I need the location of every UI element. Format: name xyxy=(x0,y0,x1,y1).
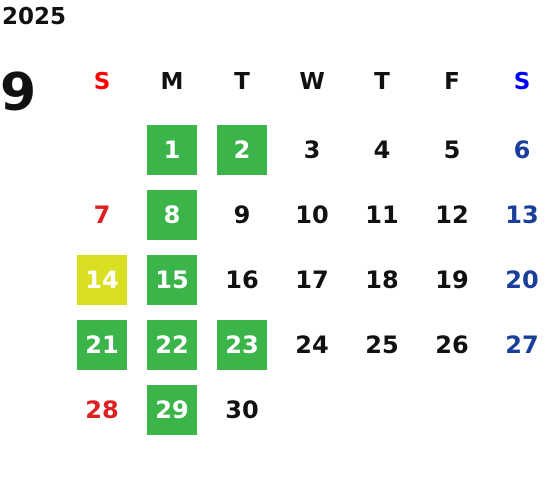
calendar-day-20[interactable]: 20 xyxy=(505,266,539,294)
calendar-day-3[interactable]: 3 xyxy=(303,136,321,164)
weekday-label: T xyxy=(374,69,390,95)
weekday-label: F xyxy=(444,69,460,95)
calendar-day-21[interactable]: 21 xyxy=(77,320,127,370)
weekday-label: M xyxy=(160,69,184,95)
calendar-day-18[interactable]: 18 xyxy=(365,266,399,294)
calendar-day-14[interactable]: 14 xyxy=(77,255,127,305)
calendar-day-17[interactable]: 17 xyxy=(295,266,329,294)
calendar-day-25[interactable]: 25 xyxy=(365,331,399,359)
calendar-day-10[interactable]: 10 xyxy=(295,201,329,229)
calendar-day-11[interactable]: 11 xyxy=(365,201,399,229)
calendar-day-8[interactable]: 8 xyxy=(147,190,197,240)
calendar-day-7[interactable]: 7 xyxy=(93,201,111,229)
calendar-day-16[interactable]: 16 xyxy=(225,266,259,294)
calendar-day-6[interactable]: 6 xyxy=(513,136,531,164)
calendar-day-1[interactable]: 1 xyxy=(147,125,197,175)
calendar-day-2[interactable]: 2 xyxy=(217,125,267,175)
calendar-day-23[interactable]: 23 xyxy=(217,320,267,370)
calendar-day-5[interactable]: 5 xyxy=(443,136,461,164)
weekday-label: S xyxy=(93,69,111,95)
calendar-day-26[interactable]: 26 xyxy=(435,331,469,359)
calendar-day-24[interactable]: 24 xyxy=(295,331,329,359)
weekday-label: W xyxy=(299,69,325,95)
calendar-day-19[interactable]: 19 xyxy=(435,266,469,294)
calendar-year: 2025 xyxy=(2,4,67,30)
calendar-day-12[interactable]: 12 xyxy=(435,201,469,229)
calendar-day-15[interactable]: 15 xyxy=(147,255,197,305)
calendar-day-30[interactable]: 30 xyxy=(225,396,259,424)
weekday-label: S xyxy=(513,69,531,95)
calendar-day-22[interactable]: 22 xyxy=(147,320,197,370)
weekday-label: T xyxy=(234,69,250,95)
calendar-day-13[interactable]: 13 xyxy=(505,201,539,229)
calendar-day-9[interactable]: 9 xyxy=(233,201,251,229)
calendar-day-28[interactable]: 28 xyxy=(85,396,119,424)
calendar-day-4[interactable]: 4 xyxy=(373,136,391,164)
calendar-day-27[interactable]: 27 xyxy=(505,331,539,359)
calendar-month: 9 xyxy=(0,63,37,123)
calendar-day-29[interactable]: 29 xyxy=(147,385,197,435)
